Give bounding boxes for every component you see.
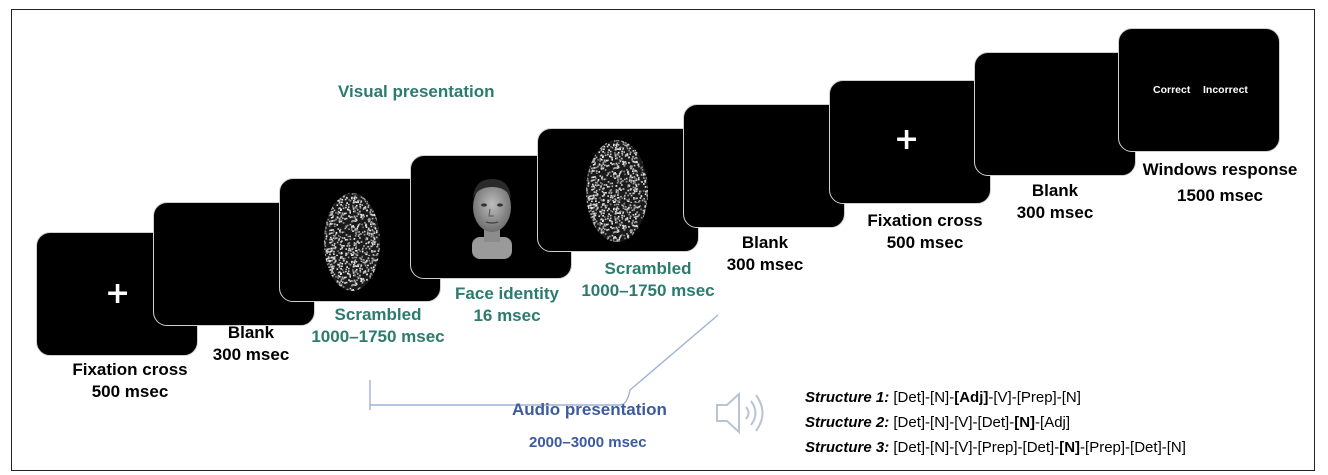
structure-2: Structure 2: [Det]-[N]-[V]-[Det]-[N]-[Ad… (805, 413, 1070, 433)
screen-blank-3 (974, 52, 1136, 176)
label-face-identity: Face identity 16 msec (437, 283, 577, 327)
label-fixation-1: Fixation cross 500 msec (55, 359, 205, 403)
sequence-token: [Det]-[N]-[V]-[Prep]-[Det]- (893, 439, 1060, 456)
audio-duration: 2000–3000 msec (529, 434, 647, 451)
label-duration: 500 msec (886, 233, 964, 252)
scrambled-noise-icon (586, 140, 648, 242)
figure-frame (11, 9, 1315, 471)
incorrect-option: Incorrect (1203, 84, 1248, 96)
label-name: Blank (227, 323, 275, 342)
label-blank-2: Blank 300 msec (710, 232, 820, 276)
label-duration: 300 msec (726, 255, 804, 274)
structure-name: Structure 1: (805, 389, 890, 406)
label-response: Windows response 1500 msec (1130, 157, 1310, 209)
audio-presentation-title: Audio presentation (512, 400, 667, 419)
label-name: Windows response (1142, 160, 1298, 179)
label-name: Blank (1031, 181, 1079, 200)
label-duration: 300 msec (1016, 203, 1094, 222)
screen-fixation-2: + (829, 80, 991, 204)
audio-bracket (369, 314, 719, 410)
sequence-token: [Det]-[N]- (893, 389, 955, 406)
highlighted-token: [Adj] (954, 389, 989, 406)
label-name: Fixation cross (867, 211, 983, 230)
sequence-token: -[V]-[Prep]-[N] (988, 389, 1081, 406)
label-fixation-2: Fixation cross 500 msec (850, 210, 1000, 254)
screen-scrambled-2 (537, 128, 699, 252)
label-name: Scrambled (604, 259, 692, 278)
sequence-token: [Det]-[N]-[V]-[Det]- (893, 414, 1015, 431)
screen-response: Correct Incorrect (1118, 28, 1280, 152)
label-duration: 1500 msec (1176, 186, 1264, 205)
structure-name: Structure 2: (805, 414, 890, 431)
structure-name: Structure 3: (805, 439, 890, 456)
label-duration: 500 msec (91, 382, 169, 401)
structure-1: Structure 1: [Det]-[N]-[Adj]-[V]-[Prep]-… (805, 388, 1081, 408)
sequence-token: -[Adj] (1035, 414, 1071, 431)
face-image (472, 179, 512, 259)
highlighted-token: [N] (1014, 414, 1036, 431)
label-duration: 16 msec (473, 306, 541, 325)
screen-blank-2 (683, 104, 845, 228)
label-blank-1: Blank 300 msec (196, 322, 306, 366)
label-blank-3: Blank 300 msec (1000, 180, 1110, 224)
speaker-icon (716, 391, 764, 435)
fixation-cross-icon: + (105, 276, 131, 311)
label-scrambled-1: Scrambled 1000–1750 msec (298, 304, 458, 348)
scrambled-noise-icon (324, 193, 380, 291)
label-name: Fixation cross (72, 360, 188, 379)
fixation-cross-icon: + (894, 122, 920, 157)
label-duration: 300 msec (212, 345, 290, 364)
label-name: Scrambled (334, 305, 422, 324)
highlighted-token: [N] (1059, 439, 1081, 456)
sequence-token: -[Prep]-[Det]-[N] (1080, 439, 1186, 456)
label-name: Face identity (455, 284, 559, 303)
label-duration: 1000–1750 msec (311, 327, 445, 346)
label-scrambled-2: Scrambled 1000–1750 msec (568, 258, 728, 302)
label-name: Blank (741, 233, 789, 252)
label-duration: 1000–1750 msec (581, 281, 715, 300)
correct-option: Correct (1153, 84, 1191, 96)
visual-presentation-title: Visual presentation (338, 82, 495, 101)
structure-3: Structure 3: [Det]-[N]-[V]-[Prep]-[Det]-… (805, 438, 1186, 458)
